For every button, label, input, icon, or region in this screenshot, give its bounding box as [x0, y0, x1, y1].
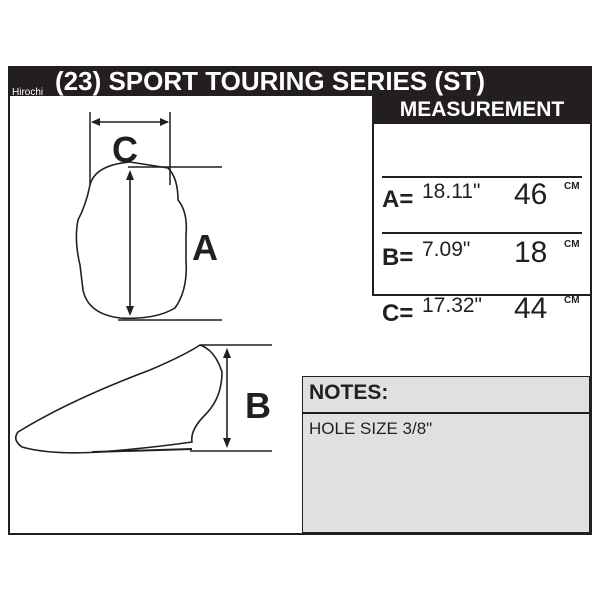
title-bar: (23) SPORT TOURING SERIES (ST): [8, 66, 592, 96]
measurement-table: A= 18.11" 46 CM B= 7.09" 18 CM C= 17.32"…: [372, 96, 590, 327]
measurement-row-b: B= 7.09" 18 CM: [382, 224, 582, 278]
notes-text: HOLE SIZE 3/8": [309, 419, 433, 438]
watermark: Hirochi: [12, 87, 44, 98]
notes-box: NOTES: HOLE SIZE 3/8": [302, 376, 590, 533]
dim-b-label: B: [245, 385, 271, 426]
cm-value: 18: [514, 236, 548, 269]
windshield-front-outline: [75, 161, 188, 320]
cm-unit: CM: [564, 239, 580, 250]
dim-b-arrow-top: [223, 348, 231, 358]
row-divider: [382, 232, 582, 234]
row-label: A=: [382, 186, 414, 213]
row-label: C=: [382, 300, 414, 327]
notes-title: NOTES:: [309, 381, 389, 404]
cm-unit: CM: [564, 181, 580, 192]
dim-c-label: C: [112, 129, 138, 170]
dim-a-arrow-top: [126, 170, 134, 180]
measurement-row-a: A= 18.11" 46 CM: [382, 166, 582, 220]
dim-a-arrow-bottom: [126, 306, 134, 316]
measurement-heading: MEASUREMENT: [374, 96, 590, 124]
inch-value: 17.32": [422, 294, 483, 317]
cm-unit: CM: [564, 295, 580, 306]
dim-b-arrow-bottom: [223, 438, 231, 448]
dim-c-arrow-left: [91, 118, 100, 126]
cm-value: 46: [514, 178, 548, 211]
row-label: B=: [382, 244, 414, 271]
windshield-side-outline: [14, 344, 223, 454]
row-divider: [382, 176, 582, 178]
inch-value: 7.09": [422, 238, 471, 261]
measurement-row-c: C= 17.32" 44 CM: [382, 280, 582, 334]
dim-a-label: A: [192, 227, 218, 268]
windshield-side-base: [91, 448, 193, 453]
inch-value: 18.11": [422, 180, 481, 203]
cm-value: 44: [514, 292, 548, 325]
notes-divider: [303, 412, 589, 414]
page-title: (23) SPORT TOURING SERIES (ST): [54, 66, 485, 96]
dim-c-arrow-right: [160, 118, 169, 126]
